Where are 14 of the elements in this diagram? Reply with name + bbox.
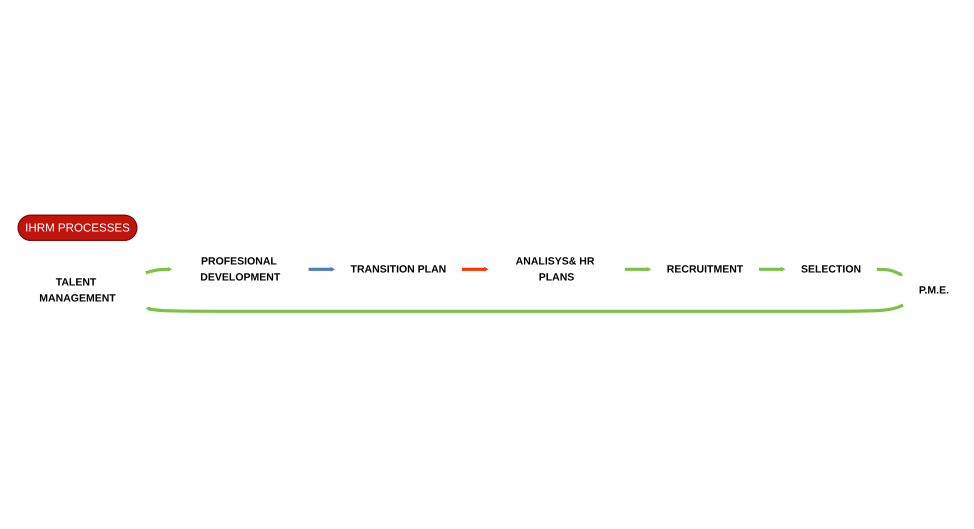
node-text: RECRUITMENT bbox=[666, 263, 744, 275]
arrow bbox=[146, 304, 904, 313]
arrow bbox=[876, 268, 904, 276]
node-text: P.M.E. bbox=[918, 284, 950, 296]
node-text: TALENT MANAGEMENT bbox=[39, 276, 116, 304]
node-text: PROFESIONAL DEVELOPMENT bbox=[200, 256, 280, 283]
arrow bbox=[624, 266, 652, 272]
arrow bbox=[462, 266, 488, 272]
node-text: ANALISYS& HR PLANS bbox=[516, 256, 594, 283]
arrow bbox=[145, 266, 172, 274]
node-text: SELECTION bbox=[800, 263, 862, 275]
node-text: TRANSITION PLAN bbox=[350, 263, 446, 275]
arrow bbox=[758, 266, 786, 272]
arrow bbox=[308, 266, 336, 272]
